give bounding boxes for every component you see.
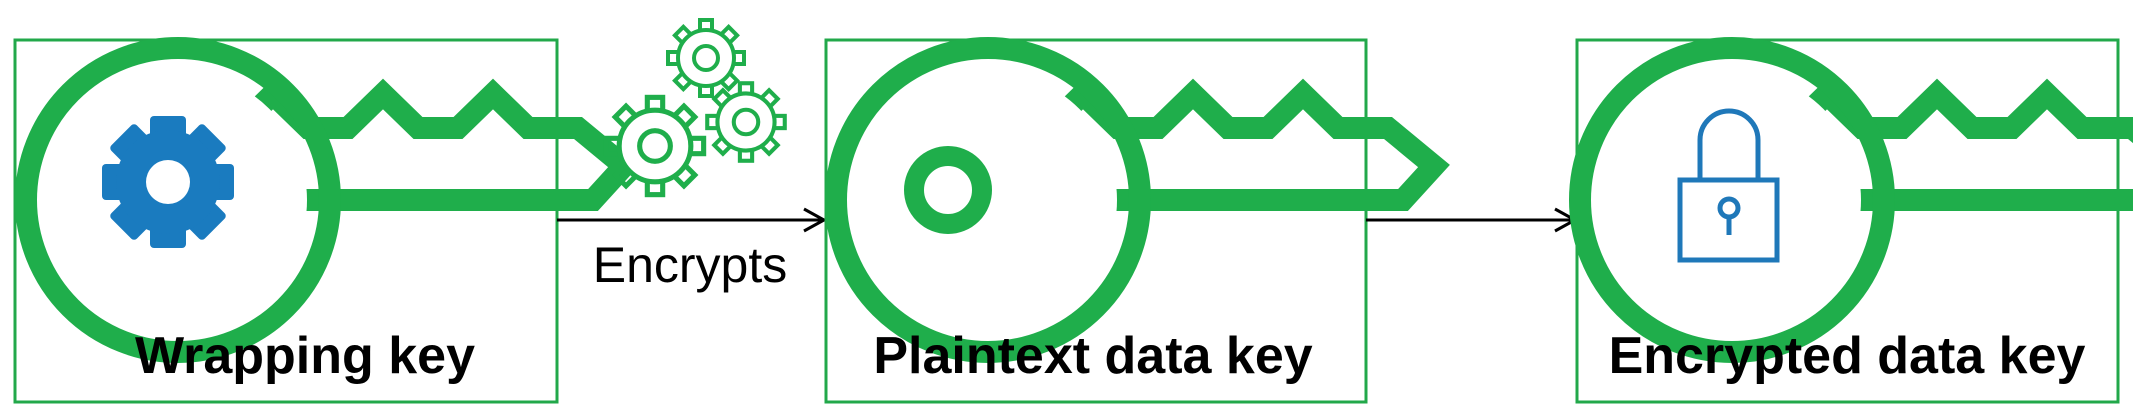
encrypted-edge [1366, 207, 1579, 233]
padlock-icon [1677, 108, 1780, 263]
box-label: Encrypted data key [1609, 327, 2086, 385]
box-label: Plaintext data key [873, 327, 1312, 385]
encrypted-data-key-box: Encrypted data key [1577, 40, 2133, 404]
encrypts-edge: Encrypts [557, 18, 828, 293]
wrapping-key-box: Wrapping key [13, 40, 624, 404]
ring-icon [904, 146, 992, 234]
gear-icon [102, 116, 234, 248]
plaintext-data-key-box: Plaintext data key [824, 40, 1434, 404]
edge-label: Encrypts [593, 237, 788, 293]
key-icon [1580, 48, 2133, 352]
gears-icon [606, 18, 784, 195]
box-label: Wrapping key [135, 327, 475, 385]
arrowhead [803, 207, 828, 233]
